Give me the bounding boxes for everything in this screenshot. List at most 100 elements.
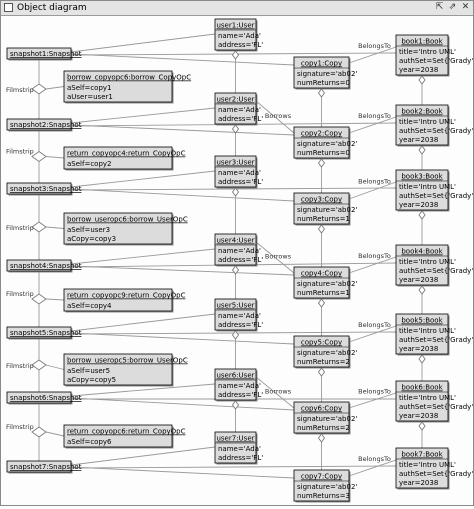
- user-box-4[interactable]: user4:User name='Ada'address='FL': [214, 233, 263, 267]
- snapshot-label: snapshot5:Snapshot: [10, 329, 82, 337]
- book-attr: year=2038: [399, 412, 438, 420]
- user-attr: name='Ada': [218, 382, 261, 390]
- operation-box-3[interactable]: borrow_useropc6:borrow_UserOpCaSelf=user…: [63, 212, 188, 246]
- close-icon[interactable]: ✕: [461, 2, 470, 12]
- user-attr: address='FL': [218, 391, 263, 399]
- book-attr: authSet=Set{'Grady'}: [399, 267, 473, 275]
- snapshot-box-1[interactable]: snapshot1:Snapshot: [6, 47, 82, 61]
- snapshot-user-link: [70, 107, 216, 124]
- snapshot-box-6[interactable]: snapshot6:Snapshot: [6, 391, 82, 405]
- book-attr: title='Intro UML': [399, 461, 456, 469]
- operation-box-4[interactable]: return_copyopc9:return_CopyOpCaSelf=copy…: [63, 288, 186, 313]
- user-title: user7:User: [216, 435, 254, 443]
- belongs-to-label: BelongsTo: [358, 252, 391, 260]
- user-attr: address='FL': [218, 256, 263, 264]
- book-attr: authSet=Set{'Grady'}: [399, 470, 473, 478]
- filmstrip-diamond: [31, 150, 47, 163]
- book-title: book4:Book: [401, 248, 443, 256]
- snapshot-user-link: [70, 446, 216, 466]
- filmstrip-op-link: [45, 86, 65, 90]
- snapshot-label: snapshot3:Snapshot: [10, 185, 82, 193]
- filmstrip-op-link: [45, 431, 65, 437]
- book-attr: authSet=Set{'Grady'}: [399, 57, 473, 65]
- copy-attr: signature='ab02': [297, 70, 357, 78]
- snapshot-copy-link: [70, 188, 295, 202]
- operation-attr: aCopy=copy5: [67, 376, 116, 384]
- copy-attr: numReturns=2: [297, 358, 350, 366]
- belongs-to-label: BelongsTo: [358, 388, 391, 396]
- belongs-to-link: [348, 181, 397, 200]
- snapshot-label: snapshot4:Snapshot: [10, 262, 82, 270]
- copy-succession-diamond: [317, 433, 326, 443]
- filmstrip-diamond: [31, 359, 47, 371]
- snapshot-box-5[interactable]: snapshot5:Snapshot: [6, 326, 82, 340]
- belongs-to-label: BelongsTo: [358, 455, 391, 463]
- book-attr: year=2038: [399, 276, 438, 284]
- borrows-link: [255, 100, 295, 134]
- copy-attr: numReturns=0: [297, 149, 350, 157]
- borrows-label: Borrows: [265, 253, 292, 261]
- book-attr: authSet=Set{'Grady'}: [399, 403, 473, 411]
- user-succession-diamond: [231, 187, 240, 197]
- snapshot-user-link: [70, 33, 216, 53]
- snapshot-box-3[interactable]: snapshot3:Snapshot: [6, 182, 82, 196]
- operation-attr: aSelf=copy4: [67, 302, 112, 310]
- user-attr: address='FL': [218, 178, 263, 186]
- snapshot-book-link: [70, 465, 397, 469]
- operation-attr: aSelf=copy6: [67, 438, 112, 446]
- operation-box-2[interactable]: return_copyopc4:return_CopyOpCaSelf=copy…: [63, 146, 186, 171]
- user-succession-diamond: [231, 50, 240, 60]
- operation-box-6[interactable]: return_copyopc6:return_CopyOpCaSelf=copy…: [63, 424, 186, 449]
- copy-attr: signature='ab02': [297, 483, 357, 491]
- pin-icon[interactable]: ⇗: [448, 2, 457, 12]
- operation-attr: aSelf=user5: [67, 367, 110, 375]
- belongs-to-label: BelongsTo: [358, 112, 391, 120]
- copy-attr: signature='ab02': [297, 206, 357, 214]
- snapshot-copy-link: [70, 53, 295, 66]
- snapshot-box-4[interactable]: snapshot4:Snapshot: [6, 259, 82, 273]
- operation-box-1[interactable]: borrow_copyopc6:borrow_CopyOpCaSelf=copy…: [63, 70, 191, 104]
- operation-box-5[interactable]: borrow_useropc5:borrow_UserOpC aSelf=user…: [63, 353, 188, 387]
- diagram-icon: [4, 3, 13, 12]
- filmstrip-diamond: [31, 83, 47, 95]
- copy-succession-diamond: [317, 298, 326, 308]
- book-attr: year=2038: [399, 345, 438, 353]
- copy-attr: numReturns=1: [297, 289, 350, 297]
- user-title: user4:User: [216, 237, 254, 245]
- user-attr: name='Ada': [218, 445, 261, 453]
- operation-title: borrow_useropc5:borrow_UserOpC: [67, 357, 188, 365]
- filmstrip-op-link: [45, 226, 65, 229]
- book-title: book3:Book: [401, 173, 443, 181]
- user-attr: name='Ada': [218, 247, 261, 255]
- book-attr: authSet=Set{'Grady'}: [399, 192, 473, 200]
- snapshot-book-link: [70, 187, 397, 191]
- book-title: book5:Book: [401, 317, 443, 325]
- user-succession-diamond: [231, 124, 240, 134]
- snapshot-box-2[interactable]: snapshot2:Snapshot: [6, 118, 82, 132]
- filmstrip-label: Filmstrip: [6, 86, 34, 94]
- snapshot-box-7[interactable]: snapshot7:Snapshot: [6, 460, 82, 474]
- restore-icon[interactable]: ⇱: [435, 2, 444, 12]
- filmstrip-label: Filmstrip: [6, 362, 34, 370]
- window-titlebar: Object diagram ⇱ ⇗ ✕: [1, 1, 473, 16]
